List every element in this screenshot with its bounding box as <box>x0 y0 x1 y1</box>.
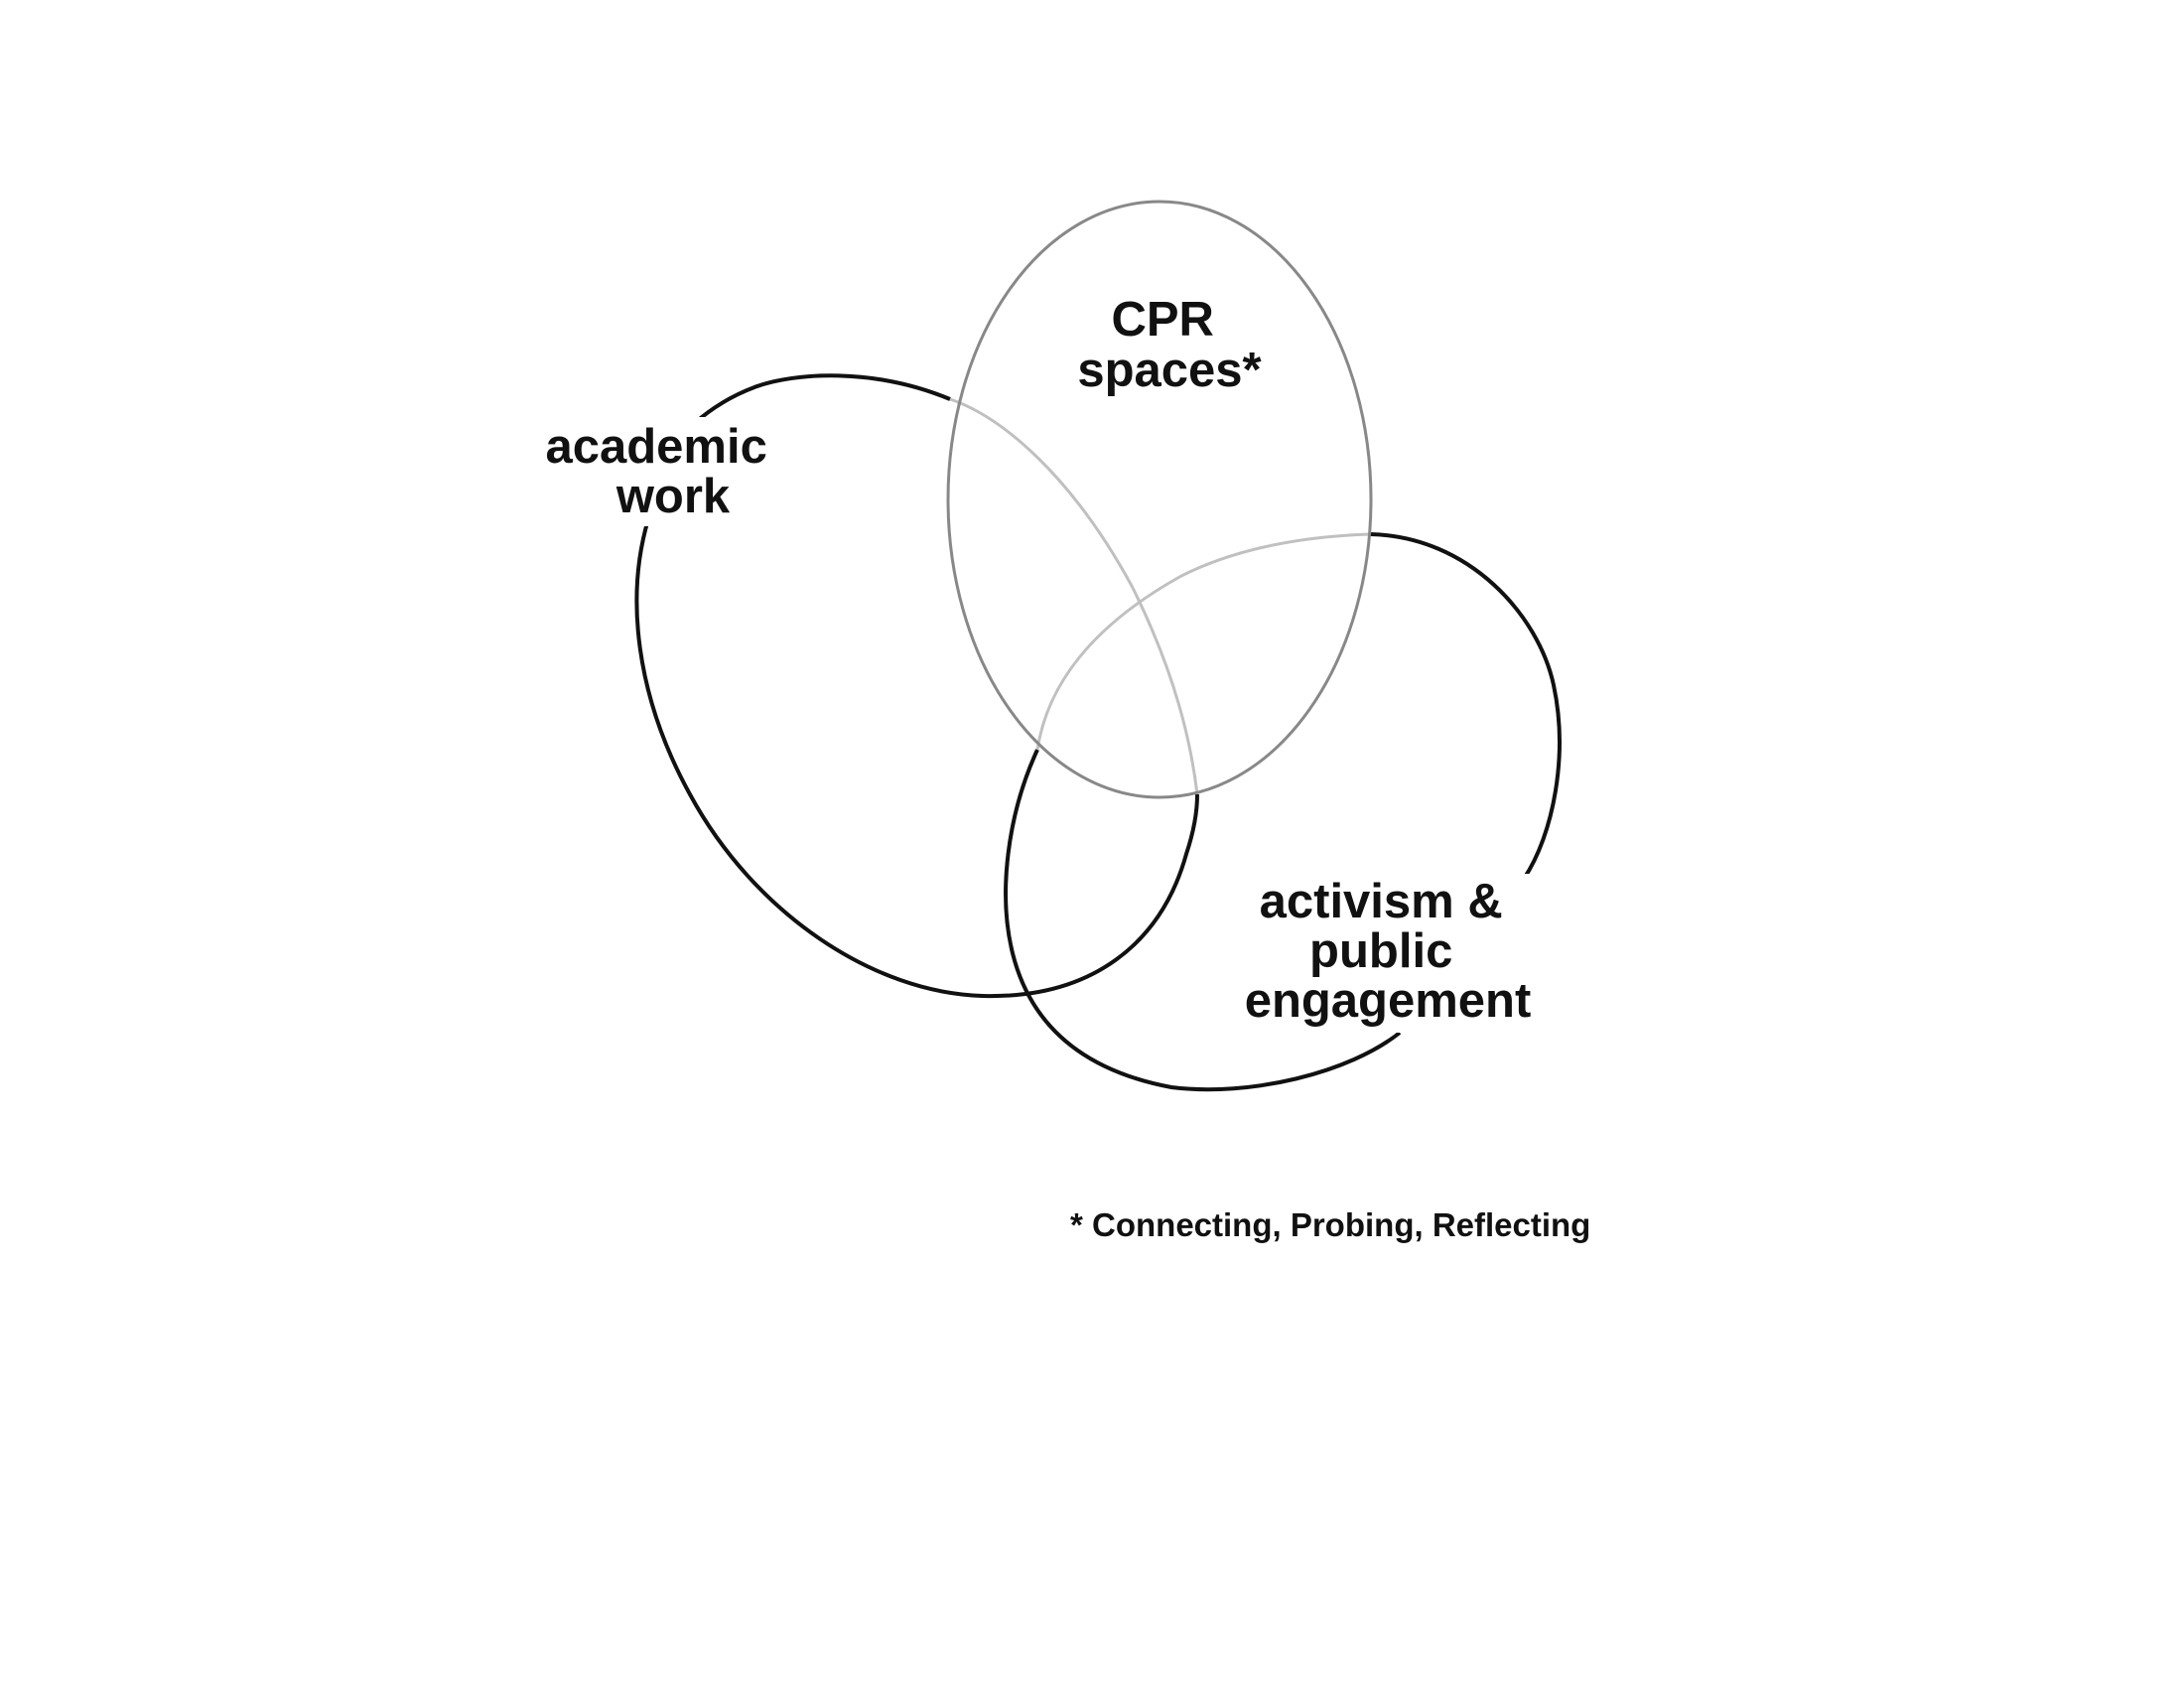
academic-work-inner-arc <box>949 397 1199 795</box>
cpr-label-line-2: spaces* <box>1077 344 1262 397</box>
footnote: * Connecting, Probing, Reflecting <box>1070 1206 1590 1243</box>
cpr-label-line-1: CPR <box>1111 293 1213 347</box>
cpr-spaces-circle <box>946 200 1373 799</box>
activism-outline <box>1004 749 1402 1092</box>
activism-inner-arc <box>1035 532 1371 751</box>
activism-label-backdrop <box>1231 874 1549 1033</box>
academic-work-label: academic work <box>546 420 781 523</box>
activism-label-line-2: public <box>1309 924 1452 978</box>
cpr-spaces-label: CPR spaces* <box>1077 293 1262 397</box>
academic-work-outline <box>634 518 1199 999</box>
academic-label-line-2: work <box>615 470 731 523</box>
activism-label-line-1: activism & <box>1260 875 1503 928</box>
academic-label-backdrop <box>541 417 789 526</box>
academic-label-line-1: academic <box>546 420 767 474</box>
activism-label-line-3: engagement <box>1245 974 1532 1028</box>
activism-label: activism & public engagement <box>1245 875 1532 1028</box>
activism-outline-right <box>1369 532 1562 881</box>
activism-circle <box>1004 532 1562 1092</box>
